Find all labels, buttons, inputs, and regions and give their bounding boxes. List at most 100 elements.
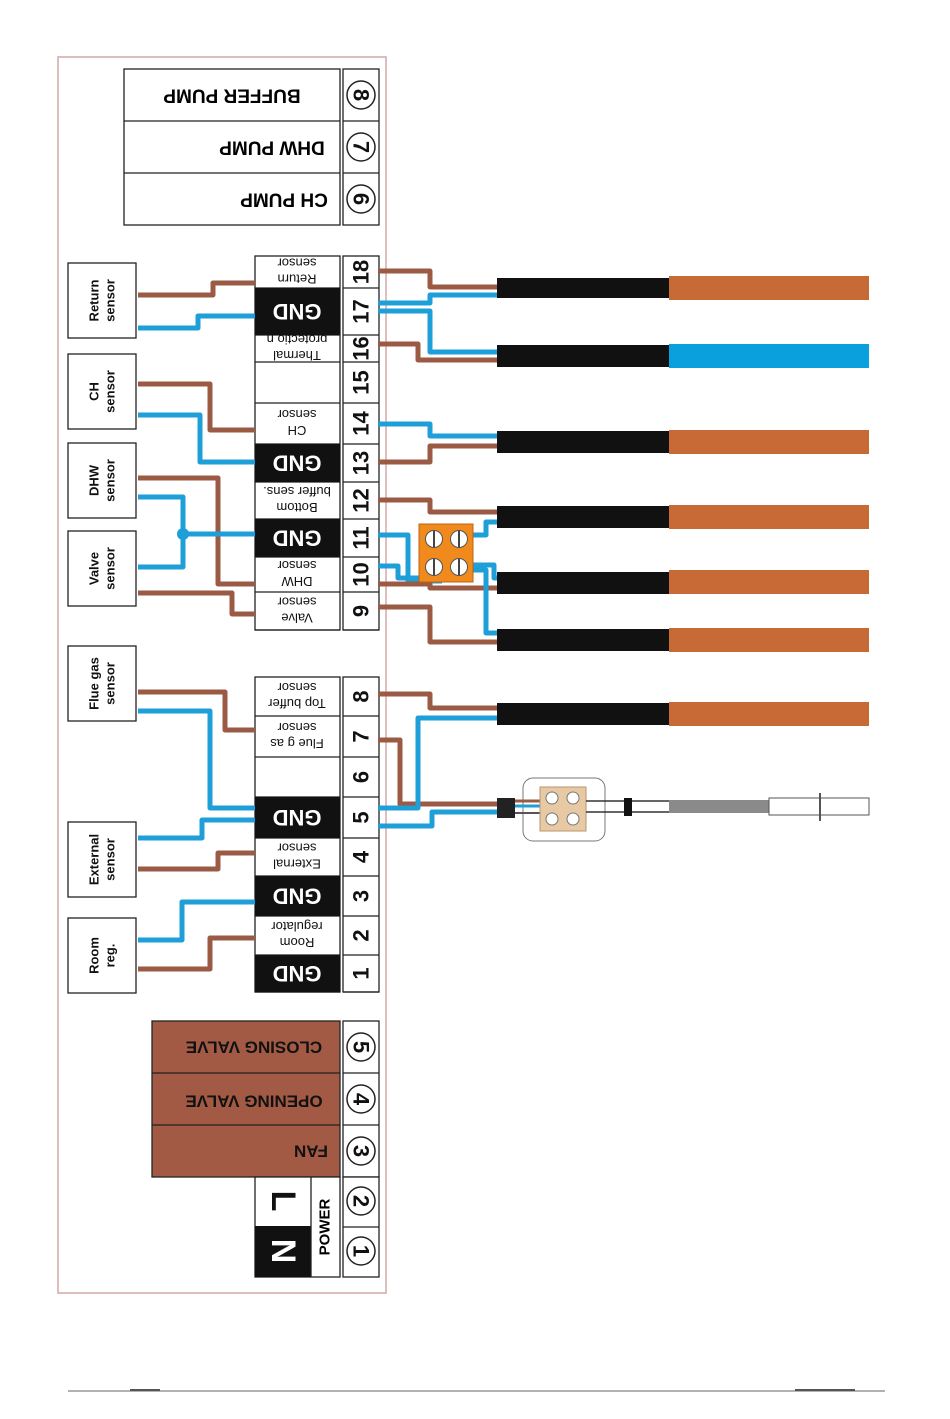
- terminal-number: 15: [349, 370, 374, 394]
- sensor-box-line2: sensor: [103, 662, 118, 705]
- terminal-11: GND 11: [255, 519, 379, 558]
- terminal-number: 1: [349, 967, 374, 979]
- svg-text:N: N: [264, 1239, 302, 1264]
- terminal-label-line1: Return: [277, 272, 316, 287]
- svg-text:3: 3: [349, 1145, 374, 1157]
- thermal-probe-tip: [669, 344, 869, 368]
- terminal-label-line1: Top buffer: [268, 696, 326, 711]
- svg-text:FAN: FAN: [294, 1142, 328, 1161]
- terminal-label-line2: sensor: [277, 407, 317, 422]
- power-terminal-2: 2: [349, 1195, 374, 1207]
- svg-text:2: 2: [349, 1195, 374, 1207]
- terminal-number: 18: [349, 260, 374, 284]
- power-terminal-1: 1: [349, 1245, 374, 1257]
- svg-text:CLOSING VALVE: CLOSING VALVE: [186, 1038, 322, 1057]
- svg-text:5: 5: [349, 1041, 374, 1053]
- svg-text:4: 4: [349, 1093, 374, 1106]
- bottom-buffer-probe-tip: [669, 505, 869, 529]
- terminal-label-line1: DHW: [281, 574, 313, 589]
- terminal-number: 12: [349, 488, 374, 512]
- valve-probe-tip: [669, 628, 869, 652]
- wiring: [138, 268, 497, 972]
- hv-terminal-6: 6: [349, 193, 374, 205]
- svg-text:CH PUMP: CH PUMP: [240, 189, 328, 210]
- terminal-number: 13: [349, 451, 374, 475]
- terminal-label-line2: sensor: [277, 720, 317, 735]
- hv-terminal-3: 3: [349, 1145, 374, 1157]
- gnd-label: GND: [273, 884, 322, 909]
- pump-outputs: BUFFER PUMP DHW PUMP CH PUMP 8 7 6: [123, 68, 380, 226]
- svg-text:1: 1: [349, 1245, 374, 1257]
- terminal-number: 14: [349, 411, 374, 436]
- terminal-1: GND 1: [255, 955, 379, 993]
- terminal-label-line2: sensor: [277, 256, 317, 271]
- fan-label: FAN: [294, 1142, 328, 1161]
- sensor-box-line2: sensor: [103, 838, 118, 881]
- power-L: L: [264, 1191, 302, 1212]
- buffer-pump-label: BUFFER PUMP: [163, 85, 301, 106]
- ch-probe-tip: [669, 430, 869, 454]
- terminal-number: 17: [349, 299, 374, 323]
- power-label: POWER: [317, 1199, 334, 1256]
- terminal-label-line2: protectio n: [267, 332, 328, 347]
- sensor-box-line2: sensor: [103, 459, 118, 502]
- terminal-label-line2: sensor: [277, 680, 317, 695]
- terminal-number: 16: [349, 336, 374, 360]
- flue-gas-probe: [497, 777, 870, 842]
- orange-terminal-connector: [418, 523, 474, 583]
- sensor-box-line1: Room: [87, 937, 102, 974]
- svg-text:L: L: [264, 1191, 302, 1212]
- gnd-label: GND: [273, 299, 322, 324]
- valve-fan-outputs: CLOSING VALVE OPENING VALVE FAN 5 4 3: [151, 1020, 380, 1178]
- return-probe-cable: [497, 278, 669, 298]
- svg-text:POWER: POWER: [317, 1199, 334, 1256]
- terminal-number: 3: [349, 890, 374, 902]
- hv-terminal-5: 5: [349, 1041, 374, 1053]
- power-block: L N POWER 2 1: [254, 1176, 380, 1278]
- top-buffer-probe-cable: [497, 703, 669, 725]
- controller-frame: [57, 56, 387, 1294]
- terminal-number: 9: [349, 605, 374, 617]
- hv-terminal-8: 8: [349, 89, 374, 101]
- terminal-label-line1: Room: [280, 935, 315, 950]
- svg-text:OPENING VALVE: OPENING VALVE: [185, 1092, 322, 1111]
- probe-cables: [497, 276, 869, 726]
- terminal-label-line2: buffer sens.: [263, 484, 331, 499]
- top-buffer-probe-tip: [669, 702, 869, 726]
- sensor-box-line2: sensor: [103, 370, 118, 413]
- svg-text:6: 6: [349, 193, 374, 205]
- return-probe-tip: [669, 276, 869, 300]
- valve-probe-cable: [497, 629, 669, 651]
- terminal-label-line1: Valve: [281, 611, 313, 626]
- terminal-label-line1: CH: [288, 423, 307, 438]
- terminal-number: 6: [349, 771, 374, 783]
- terminal-number: 11: [349, 526, 374, 549]
- junction-dot: [177, 528, 189, 540]
- terminal-label-line1: Flue g as: [270, 736, 324, 751]
- gnd-label: GND: [273, 961, 322, 986]
- terminal-3: GND 3: [255, 876, 379, 917]
- power-N: N: [264, 1239, 302, 1264]
- sensor-box-line2: sensor: [103, 547, 118, 590]
- gnd-label: GND: [273, 526, 322, 551]
- hv-terminal-4: 4: [349, 1093, 374, 1106]
- opening-valve-label: OPENING VALVE: [185, 1092, 322, 1111]
- terminal-number: 2: [349, 929, 374, 941]
